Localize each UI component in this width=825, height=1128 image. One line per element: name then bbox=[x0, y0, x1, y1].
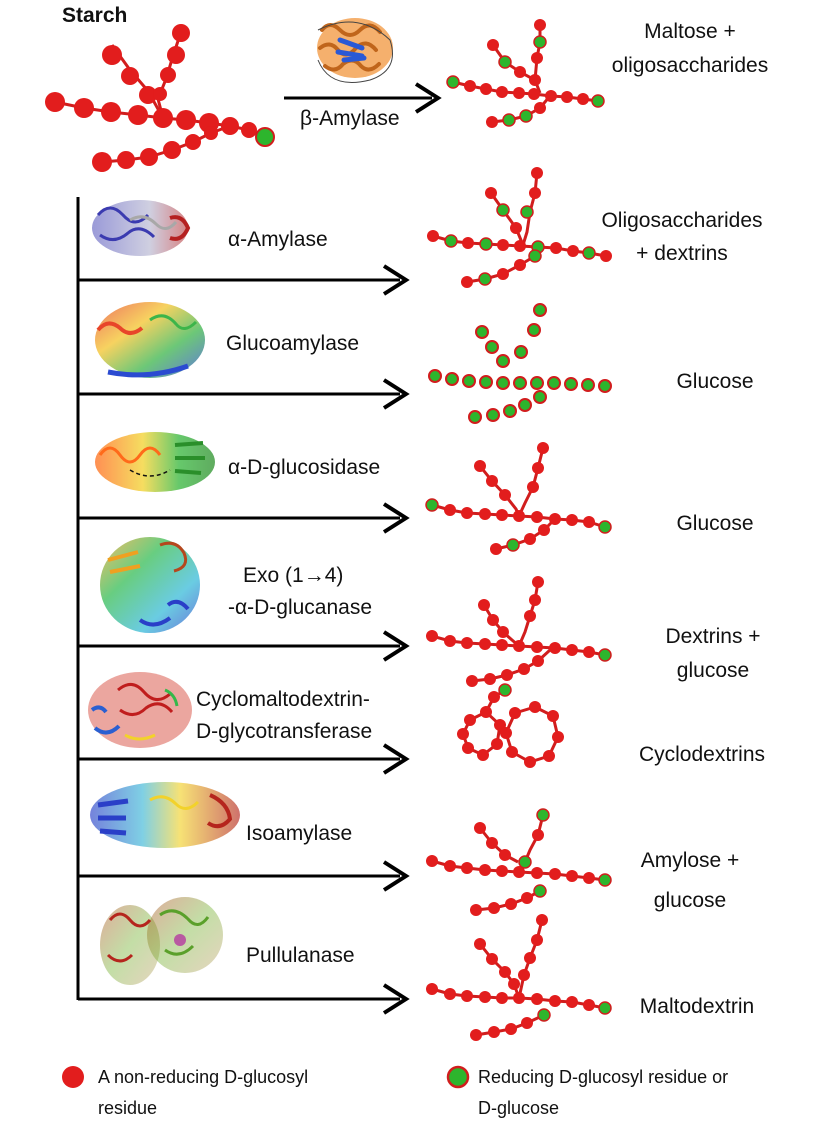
reaction-row-cgtase: Cyclomaltodextrin- D-glycotransferase Cy… bbox=[78, 672, 765, 775]
cyclodextrin-product-molecule bbox=[457, 683, 564, 768]
reaction-row-isoamylase: Isoamylase Amylose + glucose bbox=[78, 782, 739, 916]
legend-non-reducing-swatch bbox=[62, 1066, 84, 1088]
alpha-glucosidase-product-molecule bbox=[425, 442, 612, 555]
enzyme-label-exo-glucanase-line1: Exo (1→4) bbox=[243, 564, 343, 587]
reaction-row-alpha-glucosidase: α-D-glucosidase Glucose bbox=[78, 432, 754, 555]
cgtase-structure-icon bbox=[88, 672, 192, 748]
product-label-isoamylase-line1: Amylose + bbox=[641, 849, 740, 872]
legend-non-reducing-line2: residue bbox=[98, 1098, 157, 1118]
beta-product-label-line2: oligosaccharides bbox=[612, 54, 768, 77]
reaction-row-pullulanase: Pullulanase Maltodextrin bbox=[78, 897, 754, 1041]
reaction-row-alpha-amylase: α-Amylase Oligosaccharides + dex bbox=[78, 167, 763, 296]
legend: A non-reducing D-glucosyl residue Reduci… bbox=[62, 1065, 728, 1118]
legend-reducing-line1: Reducing D-glucosyl residue or bbox=[478, 1067, 728, 1087]
product-label-alpha-glucosidase: Glucose bbox=[676, 512, 753, 535]
exo-glucanase-structure-icon bbox=[100, 537, 200, 633]
starch-title: Starch bbox=[62, 4, 127, 27]
product-label-alpha-amylase-line2: + dextrins bbox=[636, 242, 728, 265]
enzyme-label-alpha-glucosidase: α-D-glucosidase bbox=[228, 456, 380, 479]
product-label-glucoamylase: Glucose bbox=[676, 370, 753, 393]
glucoamylase-structure-icon bbox=[95, 302, 205, 378]
enzyme-label-pullulanase: Pullulanase bbox=[246, 944, 355, 967]
legend-non-reducing-line1: A non-reducing D-glucosyl bbox=[98, 1067, 308, 1087]
product-label-isoamylase-line2: glucose bbox=[654, 889, 726, 912]
alpha-amylase-structure-icon bbox=[92, 200, 191, 256]
enzyme-label-exo-glucanase-line2: -α-D-glucanase bbox=[228, 596, 372, 619]
pullulanase-structure-icon bbox=[100, 897, 223, 985]
isoamylase-structure-icon bbox=[90, 782, 240, 848]
pullulanase-product-molecule bbox=[426, 914, 612, 1041]
exo-glucanase-product-molecule bbox=[426, 576, 612, 687]
beta-amylase-label: β-Amylase bbox=[300, 107, 400, 130]
isoamylase-product-molecule bbox=[426, 808, 612, 916]
product-label-pullulanase: Maltodextrin bbox=[640, 995, 754, 1018]
enzyme-label-glucoamylase: Glucoamylase bbox=[226, 332, 359, 355]
glucoamylase-product-molecule bbox=[428, 303, 612, 424]
beta-amylase-arrow bbox=[284, 82, 442, 114]
reaction-row-exo-glucanase: Exo (1→4) -α-D-glucanase Dextrin bbox=[78, 537, 761, 687]
product-label-exo-glucanase-line2: glucose bbox=[677, 659, 749, 682]
beta-product-molecule bbox=[446, 19, 605, 128]
reaction-row-glucoamylase: Glucoamylase Glucose bbox=[78, 302, 754, 424]
product-label-alpha-amylase-line1: Oligosaccharides bbox=[601, 209, 762, 232]
alpha-amylase-product-molecule bbox=[427, 167, 612, 288]
enzyme-label-alpha-amylase: α-Amylase bbox=[228, 228, 328, 251]
enzyme-label-isoamylase: Isoamylase bbox=[246, 822, 352, 845]
product-label-cgtase: Cyclodextrins bbox=[639, 743, 765, 766]
product-label-exo-glucanase-line1: Dextrins + bbox=[665, 625, 760, 648]
legend-reducing-line2: D-glucose bbox=[478, 1098, 559, 1118]
starch-molecule bbox=[45, 24, 275, 172]
enzyme-label-cgtase-line2: D-glycotransferase bbox=[196, 720, 372, 743]
enzyme-label-cgtase-line1: Cyclomaltodextrin- bbox=[196, 688, 370, 711]
beta-amylase-structure-icon bbox=[317, 18, 393, 83]
legend-reducing-swatch bbox=[446, 1065, 470, 1089]
alpha-glucosidase-structure-icon bbox=[95, 432, 215, 492]
beta-product-label-line1: Maltose + bbox=[644, 20, 736, 43]
